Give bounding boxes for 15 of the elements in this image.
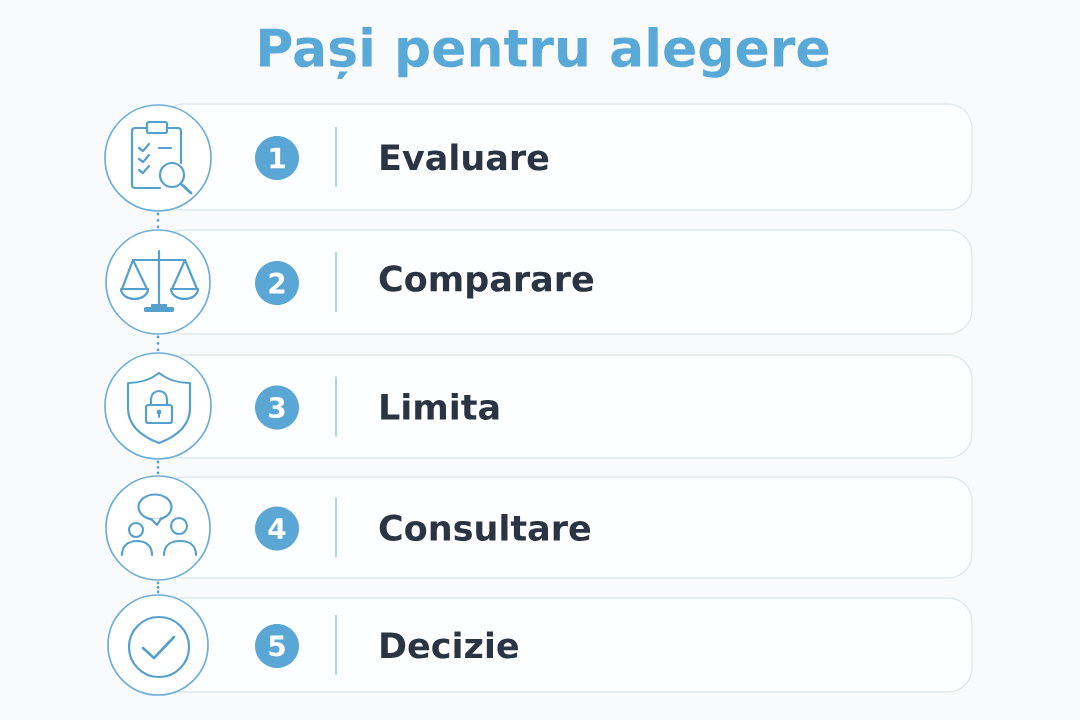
dotted-connector [156,212,160,229]
dotted-connector [156,460,160,475]
dotted-connector [156,581,160,594]
dotted-connector [156,335,160,352]
number-badge: 4 [255,506,299,551]
icon-circle [104,104,212,212]
number-badge: 5 [255,624,299,668]
icon-circle [104,352,212,460]
icon-circle [105,229,211,335]
number-badge: 2 [255,261,299,305]
icon-circle [105,475,211,581]
icon-circle [107,594,209,696]
number-badge: 1 [255,136,299,180]
number-badge: 3 [255,385,299,430]
title: Pași pentru alegere [260,27,829,79]
